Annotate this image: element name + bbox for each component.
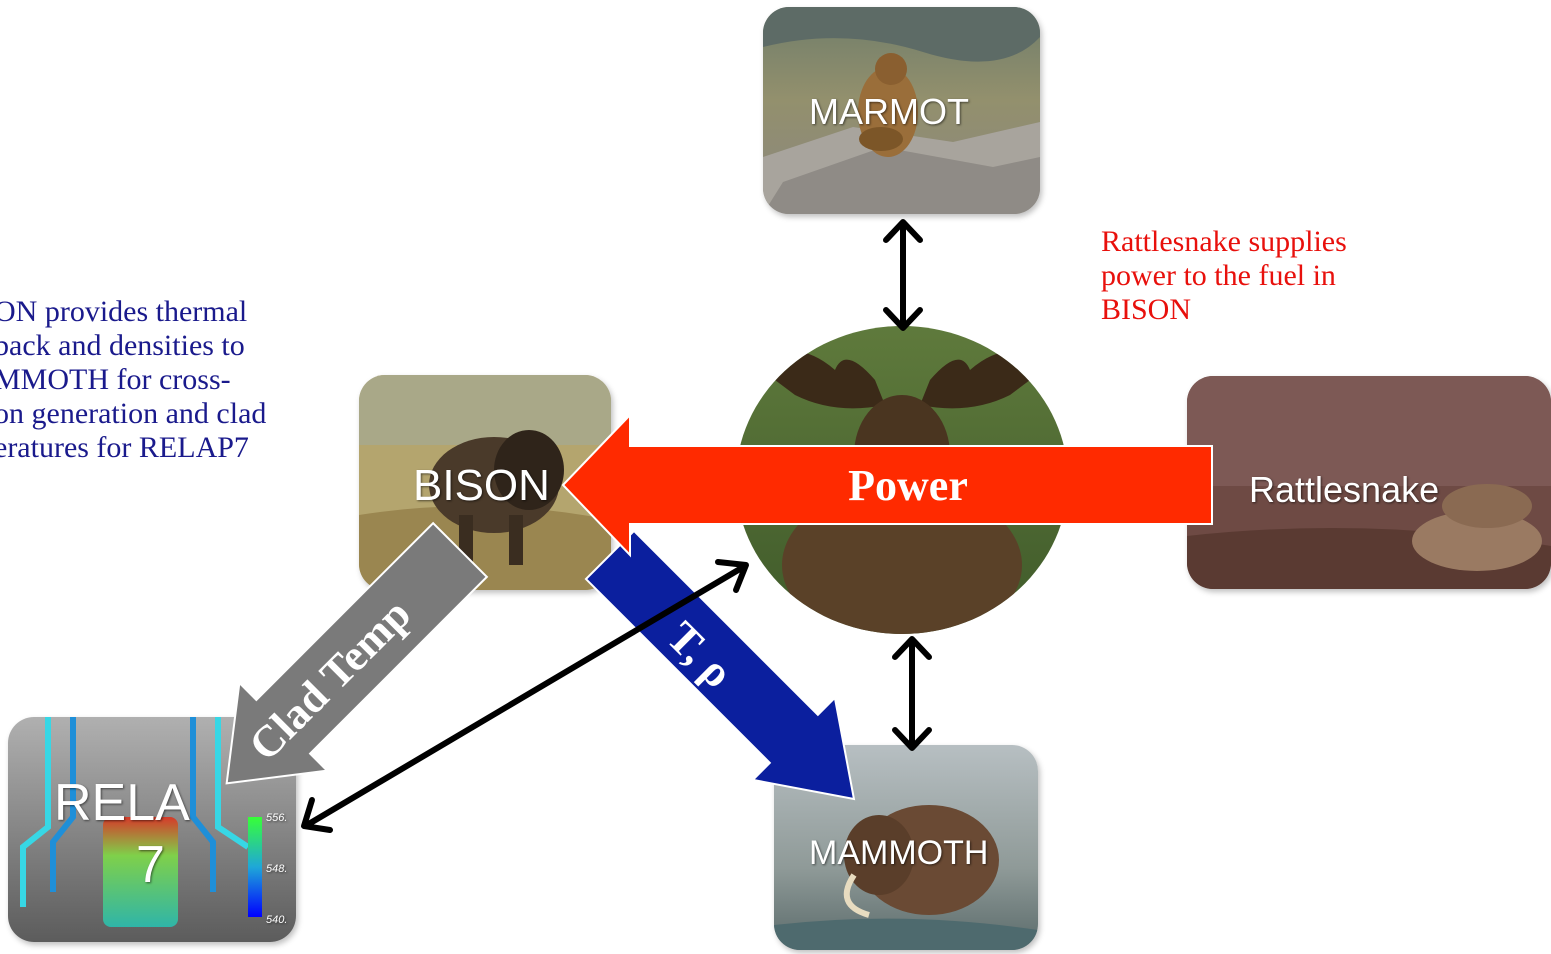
marmot-node: MARMOT <box>763 7 1040 214</box>
marmot-label: MARMOT <box>809 91 969 132</box>
rattlesnake-note-line: BISON <box>1101 293 1192 326</box>
bison-node: BISON <box>359 375 611 590</box>
marmot-center-double-arrow <box>883 219 923 331</box>
mammoth-node: MAMMOTH <box>774 745 1038 950</box>
relap7-label-line2: 7 <box>136 836 165 894</box>
center-mammoth-double-arrow <box>892 636 932 751</box>
rattlesnake-node: Rattlesnake <box>1187 376 1551 589</box>
relap7-node: RELA 7 556. 548. 540. <box>8 717 296 942</box>
t-rho-label: T, ρ <box>658 612 743 697</box>
bison-note: ON provides thermal back and densities t… <box>0 295 266 465</box>
rattlesnake-note-line: Rattlesnake supplies <box>1101 225 1347 258</box>
relap7-scale-value-mid: 548. <box>266 863 288 875</box>
rattlesnake-image <box>1187 376 1551 589</box>
bison-note-line: ON provides thermal <box>0 295 248 328</box>
rattlesnake-label: Rattlesnake <box>1249 469 1440 510</box>
relap7-label-line1: RELA <box>54 774 190 832</box>
relap7-scale-value-bottom: 540. <box>266 914 288 926</box>
rattlesnake-note: Rattlesnake supplies power to the fuel i… <box>1101 225 1347 327</box>
mammoth-image <box>774 745 1038 950</box>
relap7-center-double-arrow <box>301 559 749 833</box>
center-ellipse-node <box>736 326 1068 634</box>
bison-note-line: on generation and clad <box>0 397 267 430</box>
relap7-scale-value-top: 556. <box>266 812 288 824</box>
bison-note-line: eratures for RELAP7 <box>0 431 249 464</box>
rattlesnake-note-line: power to the fuel in <box>1101 259 1336 292</box>
bison-note-line: MMOTH for cross- <box>0 363 231 396</box>
marmot-image <box>763 7 1040 214</box>
bison-label: BISON <box>413 461 550 510</box>
bison-note-line: back and densities to <box>0 329 245 362</box>
mammoth-label: MAMMOTH <box>809 834 989 872</box>
relap7-image <box>8 717 296 942</box>
